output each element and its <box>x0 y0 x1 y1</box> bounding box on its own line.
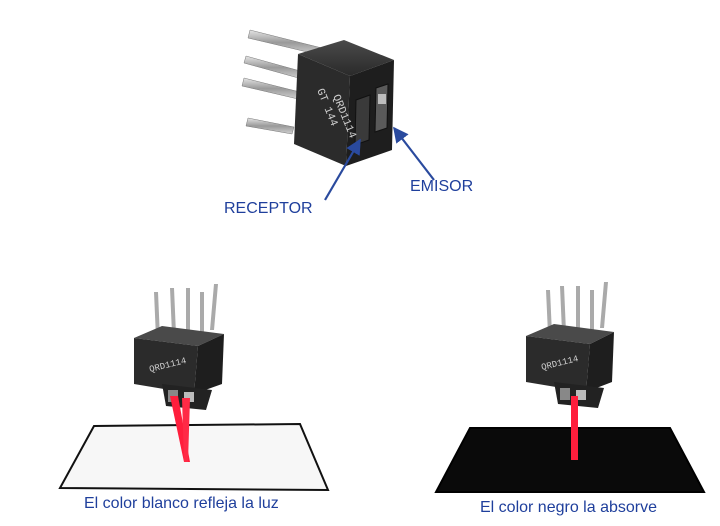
sensor-body-top <box>298 40 394 76</box>
caption-white-surface: El color blanco refleja la luz <box>84 495 279 512</box>
emisor-label: EMISOR <box>410 178 474 195</box>
sensor-small-left: QRD1114 <box>134 284 224 410</box>
emitted-beam <box>182 398 190 462</box>
white-surface-scene: QRD1114 <box>58 284 330 492</box>
sensor-pins <box>241 29 323 135</box>
caption-black-surface: El color negro la absorve <box>480 499 657 516</box>
emisor-arrow <box>393 126 435 181</box>
receptor-arrow <box>324 138 361 201</box>
sensor-small-right: QRD1114 <box>526 282 614 408</box>
emisor-lens <box>374 83 389 133</box>
black-surface-scene: QRD1114 <box>434 282 706 493</box>
sensor-top: QRD1114 GT 144 <box>241 29 394 166</box>
black-surface <box>434 427 706 493</box>
receptor-label: RECEPTOR <box>224 200 313 217</box>
white-surface <box>58 422 330 492</box>
absorbed-beam <box>571 396 578 460</box>
receptor-lens <box>354 94 371 146</box>
sensor-body-side <box>294 54 350 166</box>
